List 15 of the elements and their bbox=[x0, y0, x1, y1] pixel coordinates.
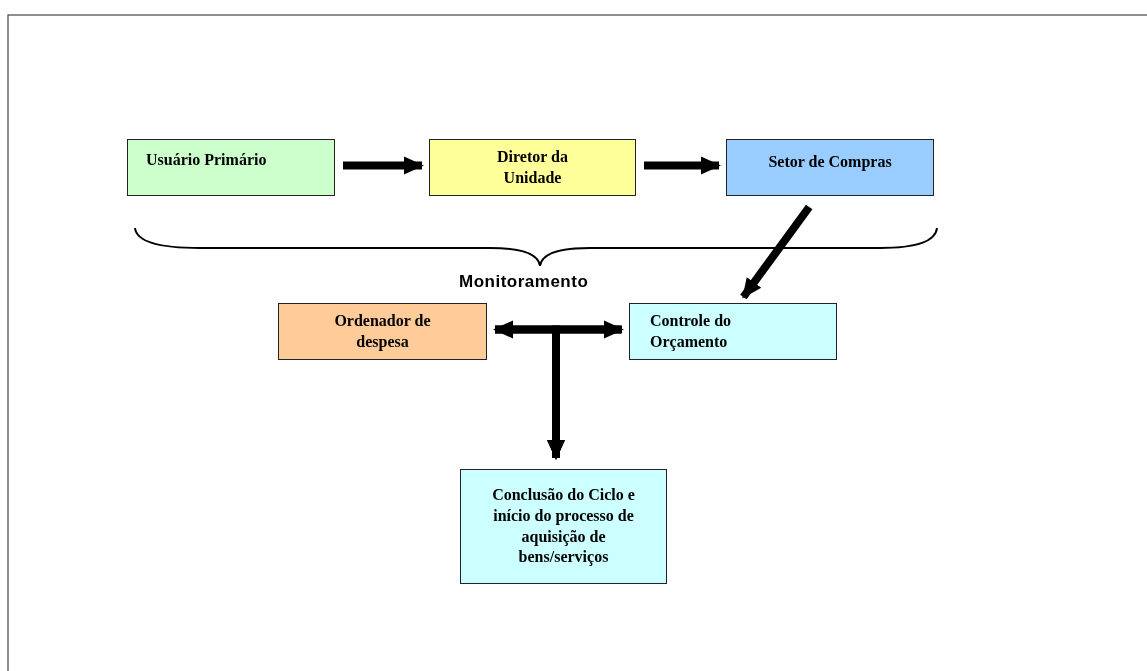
box-label: Setor de Compras bbox=[768, 152, 892, 173]
process-box bbox=[460, 469, 667, 584]
arrow bbox=[740, 204, 813, 300]
box-label: Conclusão do Ciclo e início do processo de aquisição de bens/serviços bbox=[491, 484, 636, 568]
process-box bbox=[726, 139, 934, 196]
box-label: Diretor da Unidade bbox=[496, 146, 569, 188]
arrow bbox=[493, 320, 624, 339]
box-label: Usuário Primário bbox=[146, 150, 267, 170]
process-box bbox=[278, 303, 487, 360]
process-box bbox=[429, 139, 636, 196]
process-box bbox=[127, 139, 335, 196]
process-box bbox=[629, 303, 837, 360]
brace-label: Monitoramento bbox=[459, 272, 589, 292]
box-label: Controle do Orçamento bbox=[650, 310, 733, 353]
box-label: Ordenador de despesa bbox=[333, 310, 432, 353]
